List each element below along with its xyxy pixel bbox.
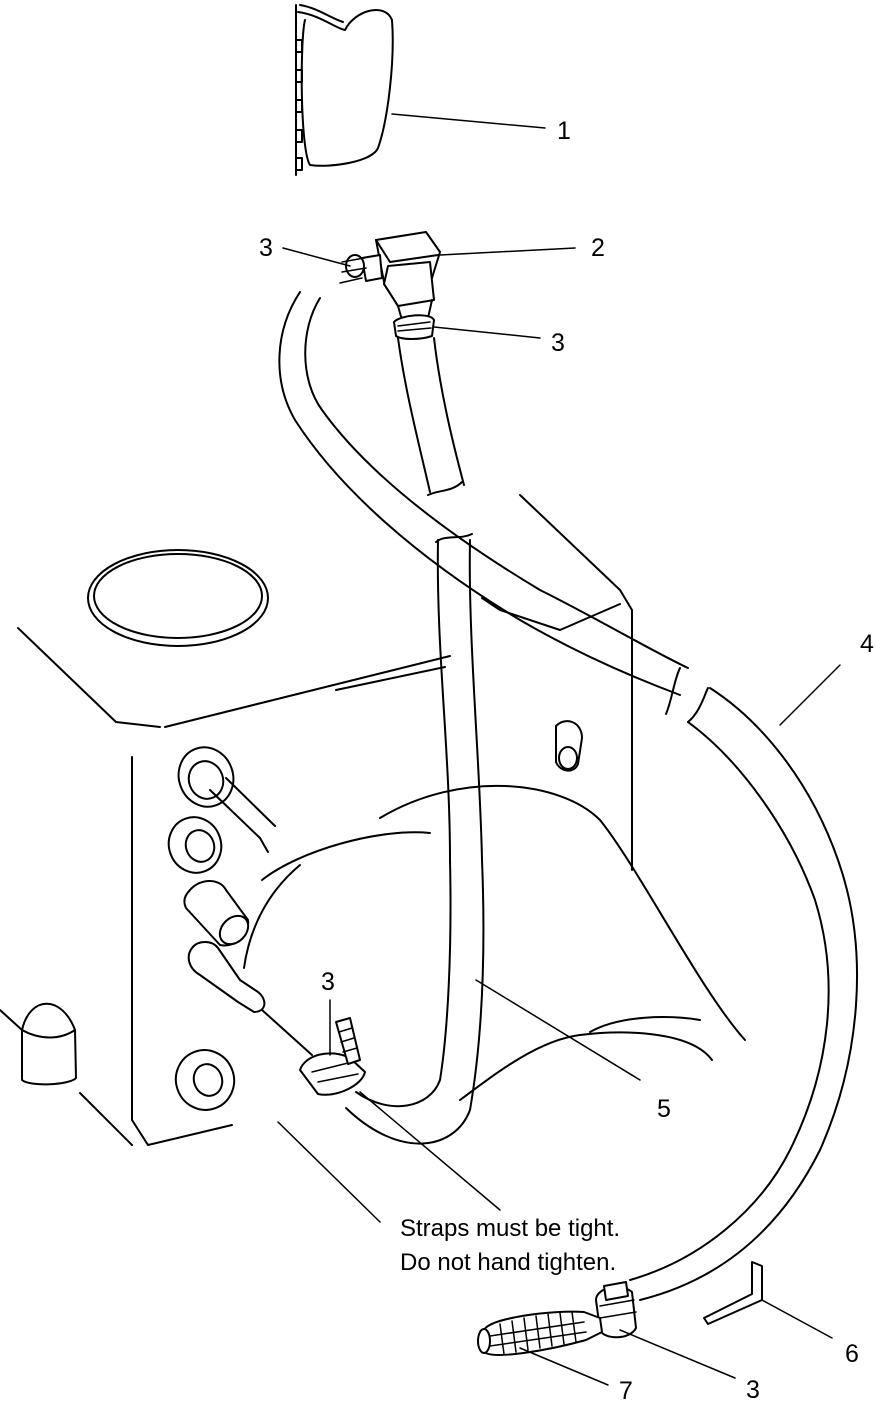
- clamp-top-left: [339, 254, 367, 284]
- clamp-filter: [595, 1281, 637, 1339]
- callout-7: 7: [619, 1377, 633, 1401]
- clamp-hose-5: [299, 1017, 366, 1096]
- callout-3-top-left: 3: [259, 234, 273, 262]
- leader-lines: [277, 113, 841, 1386]
- hose-4-vent: [278, 291, 858, 1301]
- callout-2: 2: [591, 234, 605, 262]
- hose-5-fuel: [261, 533, 485, 1145]
- part-6-support: [703, 1261, 763, 1325]
- part-2-elbow-fitting: [361, 231, 441, 321]
- callout-labels: 1 2 3 3 4 3 5 6 7 3: [259, 117, 874, 1401]
- part-7-filter: [477, 1310, 603, 1356]
- strap-note: Straps must be tight. Do not hand tighte…: [400, 1215, 620, 1276]
- fuel-tank: [17, 494, 746, 1146]
- tank-bracket-left: [0, 1002, 77, 1086]
- hose-upper-short: [397, 337, 465, 496]
- callout-1: 1: [557, 117, 571, 145]
- callout-4: 4: [860, 630, 874, 658]
- tank-fittings: [167, 720, 583, 1111]
- callout-3-below-elbow: 3: [551, 329, 565, 357]
- clamp-below-elbow: [393, 314, 435, 340]
- callout-3-hose-clamp: 3: [321, 968, 335, 996]
- note-line-2: Do not hand tighten.: [400, 1249, 616, 1276]
- callout-5: 5: [657, 1095, 671, 1123]
- callout-6: 6: [845, 1340, 859, 1368]
- callout-3-filter-clamp: 3: [746, 1376, 760, 1401]
- part-1-clip: [295, 4, 394, 176]
- note-line-1: Straps must be tight.: [400, 1215, 620, 1242]
